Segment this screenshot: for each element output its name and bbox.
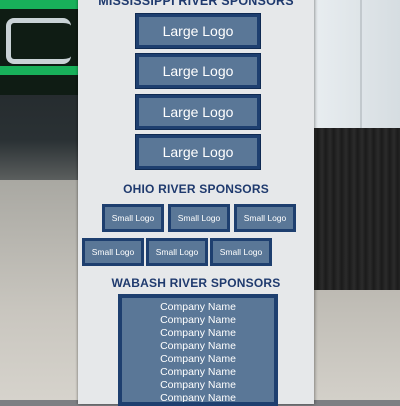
small-logo-slot: Small Logo	[210, 238, 272, 266]
small-logo-slot: Small Logo	[168, 204, 230, 232]
background-white-wall	[310, 0, 400, 130]
pipe-graphic	[6, 18, 71, 64]
ohio-section-title: OHIO RIVER SPONSORS	[123, 182, 269, 196]
background-floor-left	[0, 180, 90, 400]
small-logo-slot: Small Logo	[146, 238, 208, 266]
small-logo-slot: Small Logo	[82, 238, 144, 266]
wall-seam	[360, 0, 362, 130]
company-name: Company Name	[160, 392, 236, 404]
background-floor-right	[310, 290, 400, 400]
company-name: Company Name	[160, 327, 236, 339]
sponsor-banner: MISSISSIPPI RIVER SPONSORS Large Logo La…	[78, 0, 314, 406]
large-logo-slot: Large Logo	[135, 94, 261, 130]
banner-stripe-bottom	[0, 66, 86, 75]
large-logo-slot: Large Logo	[135, 53, 261, 89]
banner-stripe-top	[0, 0, 86, 9]
company-name: Company Name	[160, 353, 236, 365]
wabash-section-title: WABASH RIVER SPONSORS	[111, 276, 281, 290]
mississippi-section-title: MISSISSIPPI RIVER SPONSORS	[98, 0, 294, 8]
company-name: Company Name	[160, 301, 236, 313]
large-logo-slot: Large Logo	[135, 13, 261, 49]
background-pump-banner	[0, 0, 86, 95]
company-name: Company Name	[160, 314, 236, 326]
company-name: Company Name	[160, 340, 236, 352]
company-name: Company Name	[160, 379, 236, 391]
company-name: Company Name	[160, 366, 236, 378]
background-black-table	[310, 128, 400, 290]
company-name-list: Company Name Company Name Company Name C…	[118, 294, 278, 406]
large-logo-slot: Large Logo	[135, 134, 261, 170]
small-logo-slot: Small Logo	[102, 204, 164, 232]
small-logo-slot: Small Logo	[234, 204, 296, 232]
